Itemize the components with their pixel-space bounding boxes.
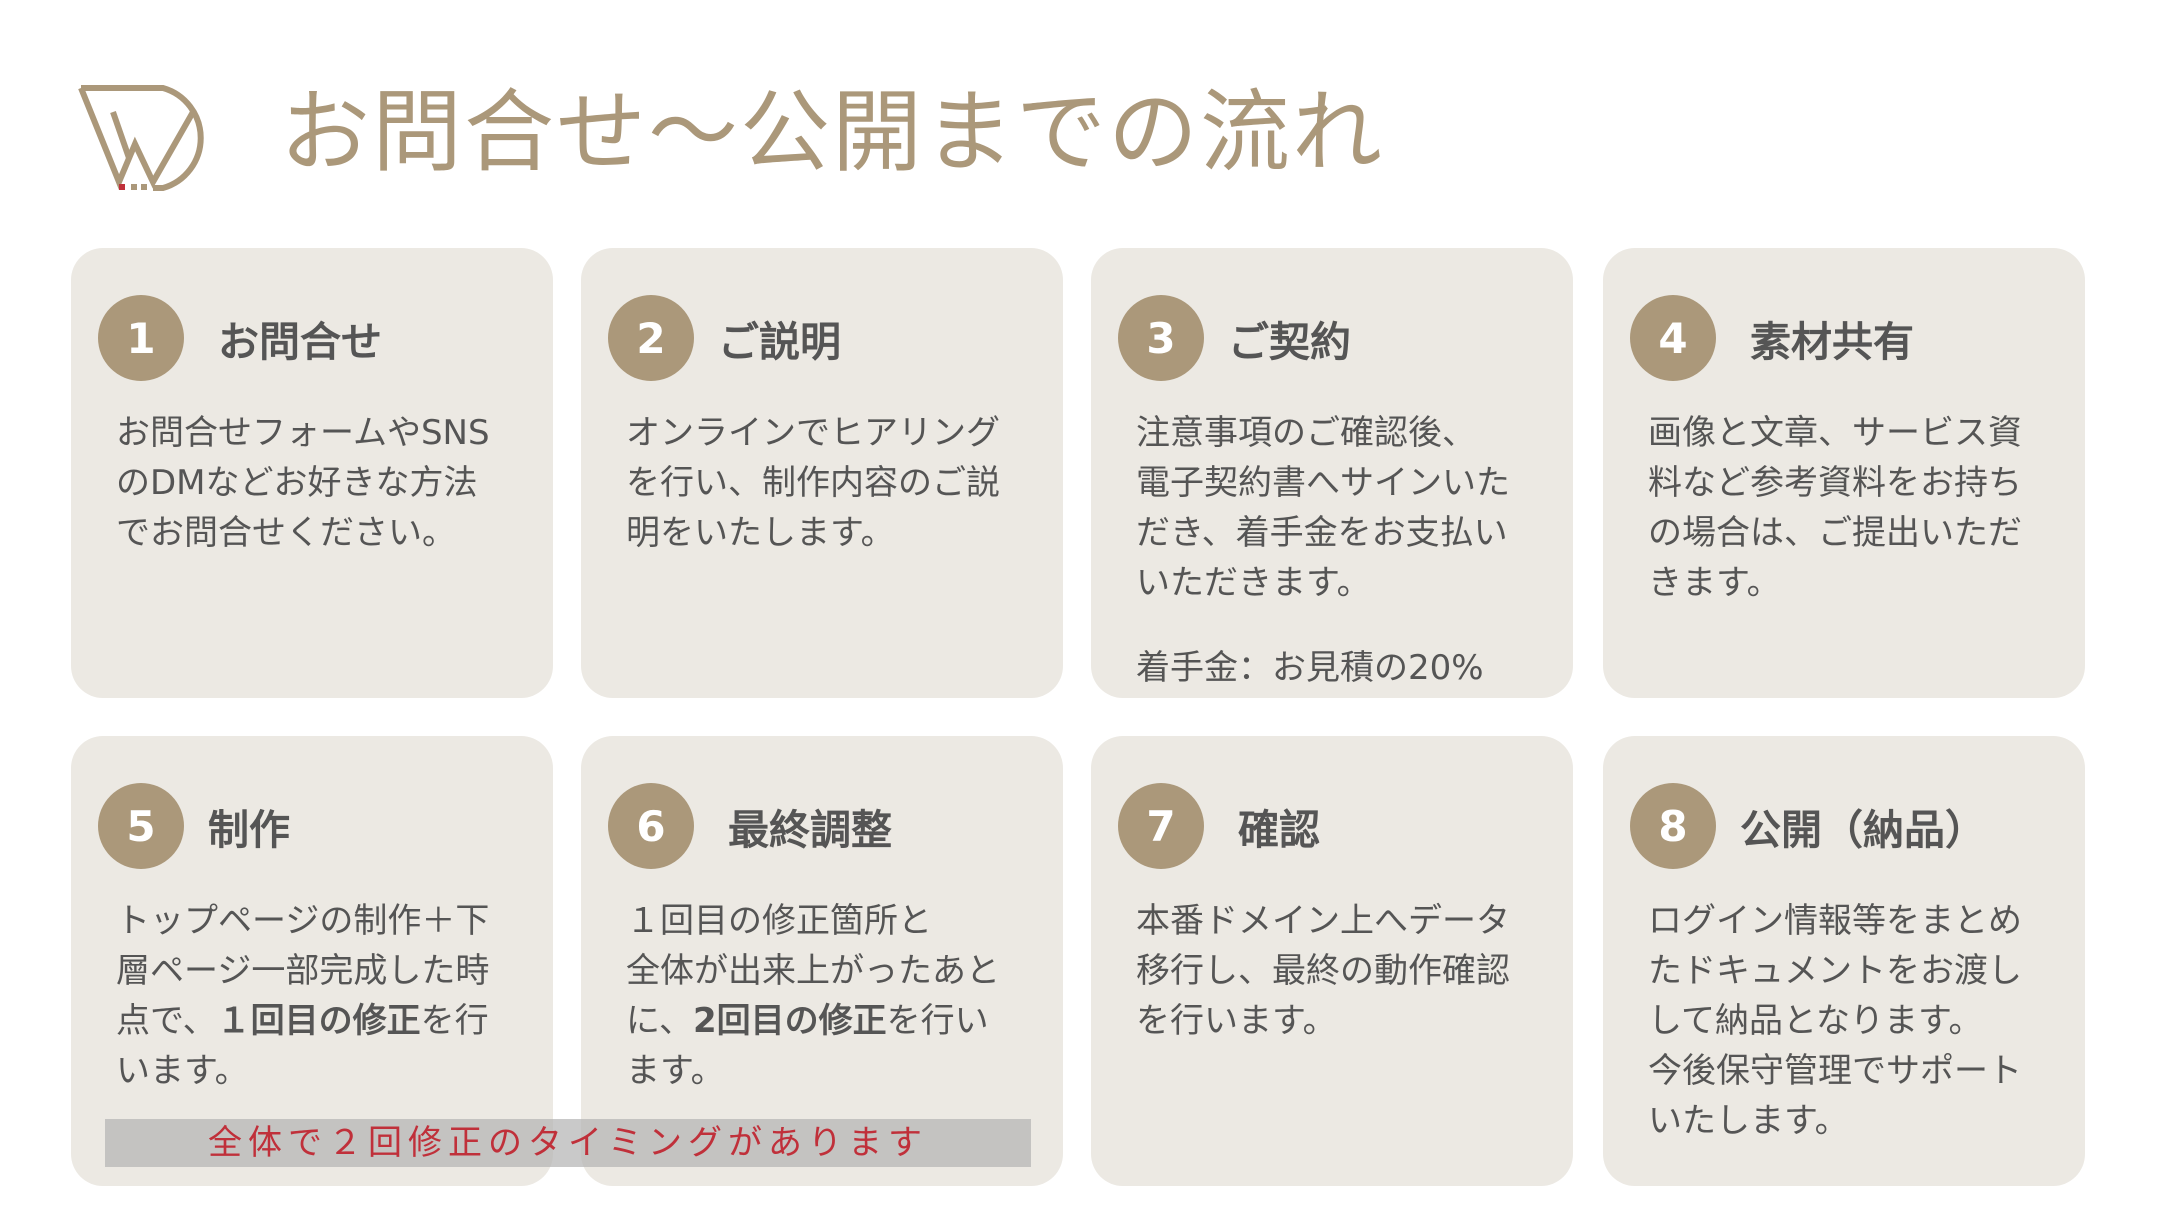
step-number-badge: 4: [1630, 295, 1716, 381]
step-description: 注意事項のご確認後、 電子契約書へサインいた だき、着手金をお支払い いただきま…: [1136, 413, 1510, 603]
step-title: 制作: [208, 806, 290, 854]
revision-notice-banner: 全体で２回修正のタイミングがあります: [105, 1119, 1031, 1167]
step-card-3: 3 ご契約 注意事項のご確認後、 電子契約書へサインいた だき、着手金をお支払い…: [1091, 248, 1573, 698]
step-header: 7 確認: [1118, 783, 1320, 869]
step-description: 本番ドメイン上へデータ 移行し、最終の動作確認 を行います。: [1136, 901, 1510, 1041]
step-header: 8 公開（納品）: [1630, 783, 1986, 869]
step-card-1: 1 お問合せ お問合せフォームやSNS のDMなどお好きな方法 でお問合せくださ…: [71, 248, 553, 698]
step-number-badge: 8: [1630, 783, 1716, 869]
deposit-note: 着手金：お見積の20%: [1136, 648, 1484, 688]
emphasis-second-revision: 2回目の修正: [692, 1001, 887, 1041]
step-description: ログイン情報等をまとめ たドキュメントをお渡し して納品となります。 今後保守管…: [1648, 901, 2022, 1141]
step-description: お問合せフォームやSNS のDMなどお好きな方法 でお問合せください。: [116, 413, 490, 553]
step-number-badge: 3: [1118, 295, 1204, 381]
step-description: トップページの制作＋下 層ページ一部完成した時 点で、１回目の修正を行 います。: [116, 896, 526, 1096]
step-title: お問合せ: [218, 318, 382, 366]
step-title: 確認: [1238, 806, 1320, 854]
page-title: お問合せ〜公開までの流れ: [280, 80, 1384, 185]
emphasis-first-revision: １回目の修正: [216, 1001, 421, 1041]
step-card-7: 7 確認 本番ドメイン上へデータ 移行し、最終の動作確認 を行います。: [1091, 736, 1573, 1186]
step-number-badge: 6: [608, 783, 694, 869]
step-description: １回目の修正箇所と 全体が出来上がったあと に、2回目の修正を行い ます。: [626, 896, 1036, 1096]
step-card-4: 4 素材共有 画像と文章、サービス資 料など参考資料をお持ち の場合は、ご提出い…: [1603, 248, 2085, 698]
body-text: を行い ます。: [626, 1001, 989, 1091]
step-header: 2 ご説明: [608, 295, 841, 381]
wd-logo-icon: [78, 85, 204, 191]
step-title: ご説明: [718, 318, 841, 366]
body-text: １回目の修正箇所と 全体が出来上がったあと に、: [626, 901, 1000, 1041]
step-card-6: 6 最終調整 １回目の修正箇所と 全体が出来上がったあと に、2回目の修正を行い…: [581, 736, 1063, 1186]
step-number-badge: 1: [98, 295, 184, 381]
step-description: 画像と文章、サービス資 料など参考資料をお持ち の場合は、ご提出いただ きます。: [1648, 413, 2022, 603]
step-title: 素材共有: [1750, 318, 1914, 366]
body-text: トップページの制作＋下 層ページ一部完成した時 点で、: [116, 901, 490, 1041]
step-number-badge: 5: [98, 783, 184, 869]
step-header: 3 ご契約: [1118, 295, 1351, 381]
step-title: 公開（納品）: [1740, 806, 1986, 854]
step-header: 1 お問合せ: [98, 295, 382, 381]
step-title: ご契約: [1228, 318, 1351, 366]
step-description: オンラインでヒアリング を行い、制作内容のご説 明をいたします。: [626, 413, 1000, 553]
step-header: 4 素材共有: [1630, 295, 1914, 381]
body-text: を行 います。: [116, 1001, 489, 1091]
step-number-badge: 7: [1118, 783, 1204, 869]
step-header: 6 最終調整: [608, 783, 892, 869]
step-number-badge: 2: [608, 295, 694, 381]
step-card-2: 2 ご説明 オンラインでヒアリング を行い、制作内容のご説 明をいたします。: [581, 248, 1063, 698]
step-header: 5 制作: [98, 783, 290, 869]
step-card-8: 8 公開（納品） ログイン情報等をまとめ たドキュメントをお渡し して納品となり…: [1603, 736, 2085, 1186]
step-card-5: 5 制作 トップページの制作＋下 層ページ一部完成した時 点で、１回目の修正を行…: [71, 736, 553, 1186]
step-title: 最終調整: [728, 806, 892, 854]
